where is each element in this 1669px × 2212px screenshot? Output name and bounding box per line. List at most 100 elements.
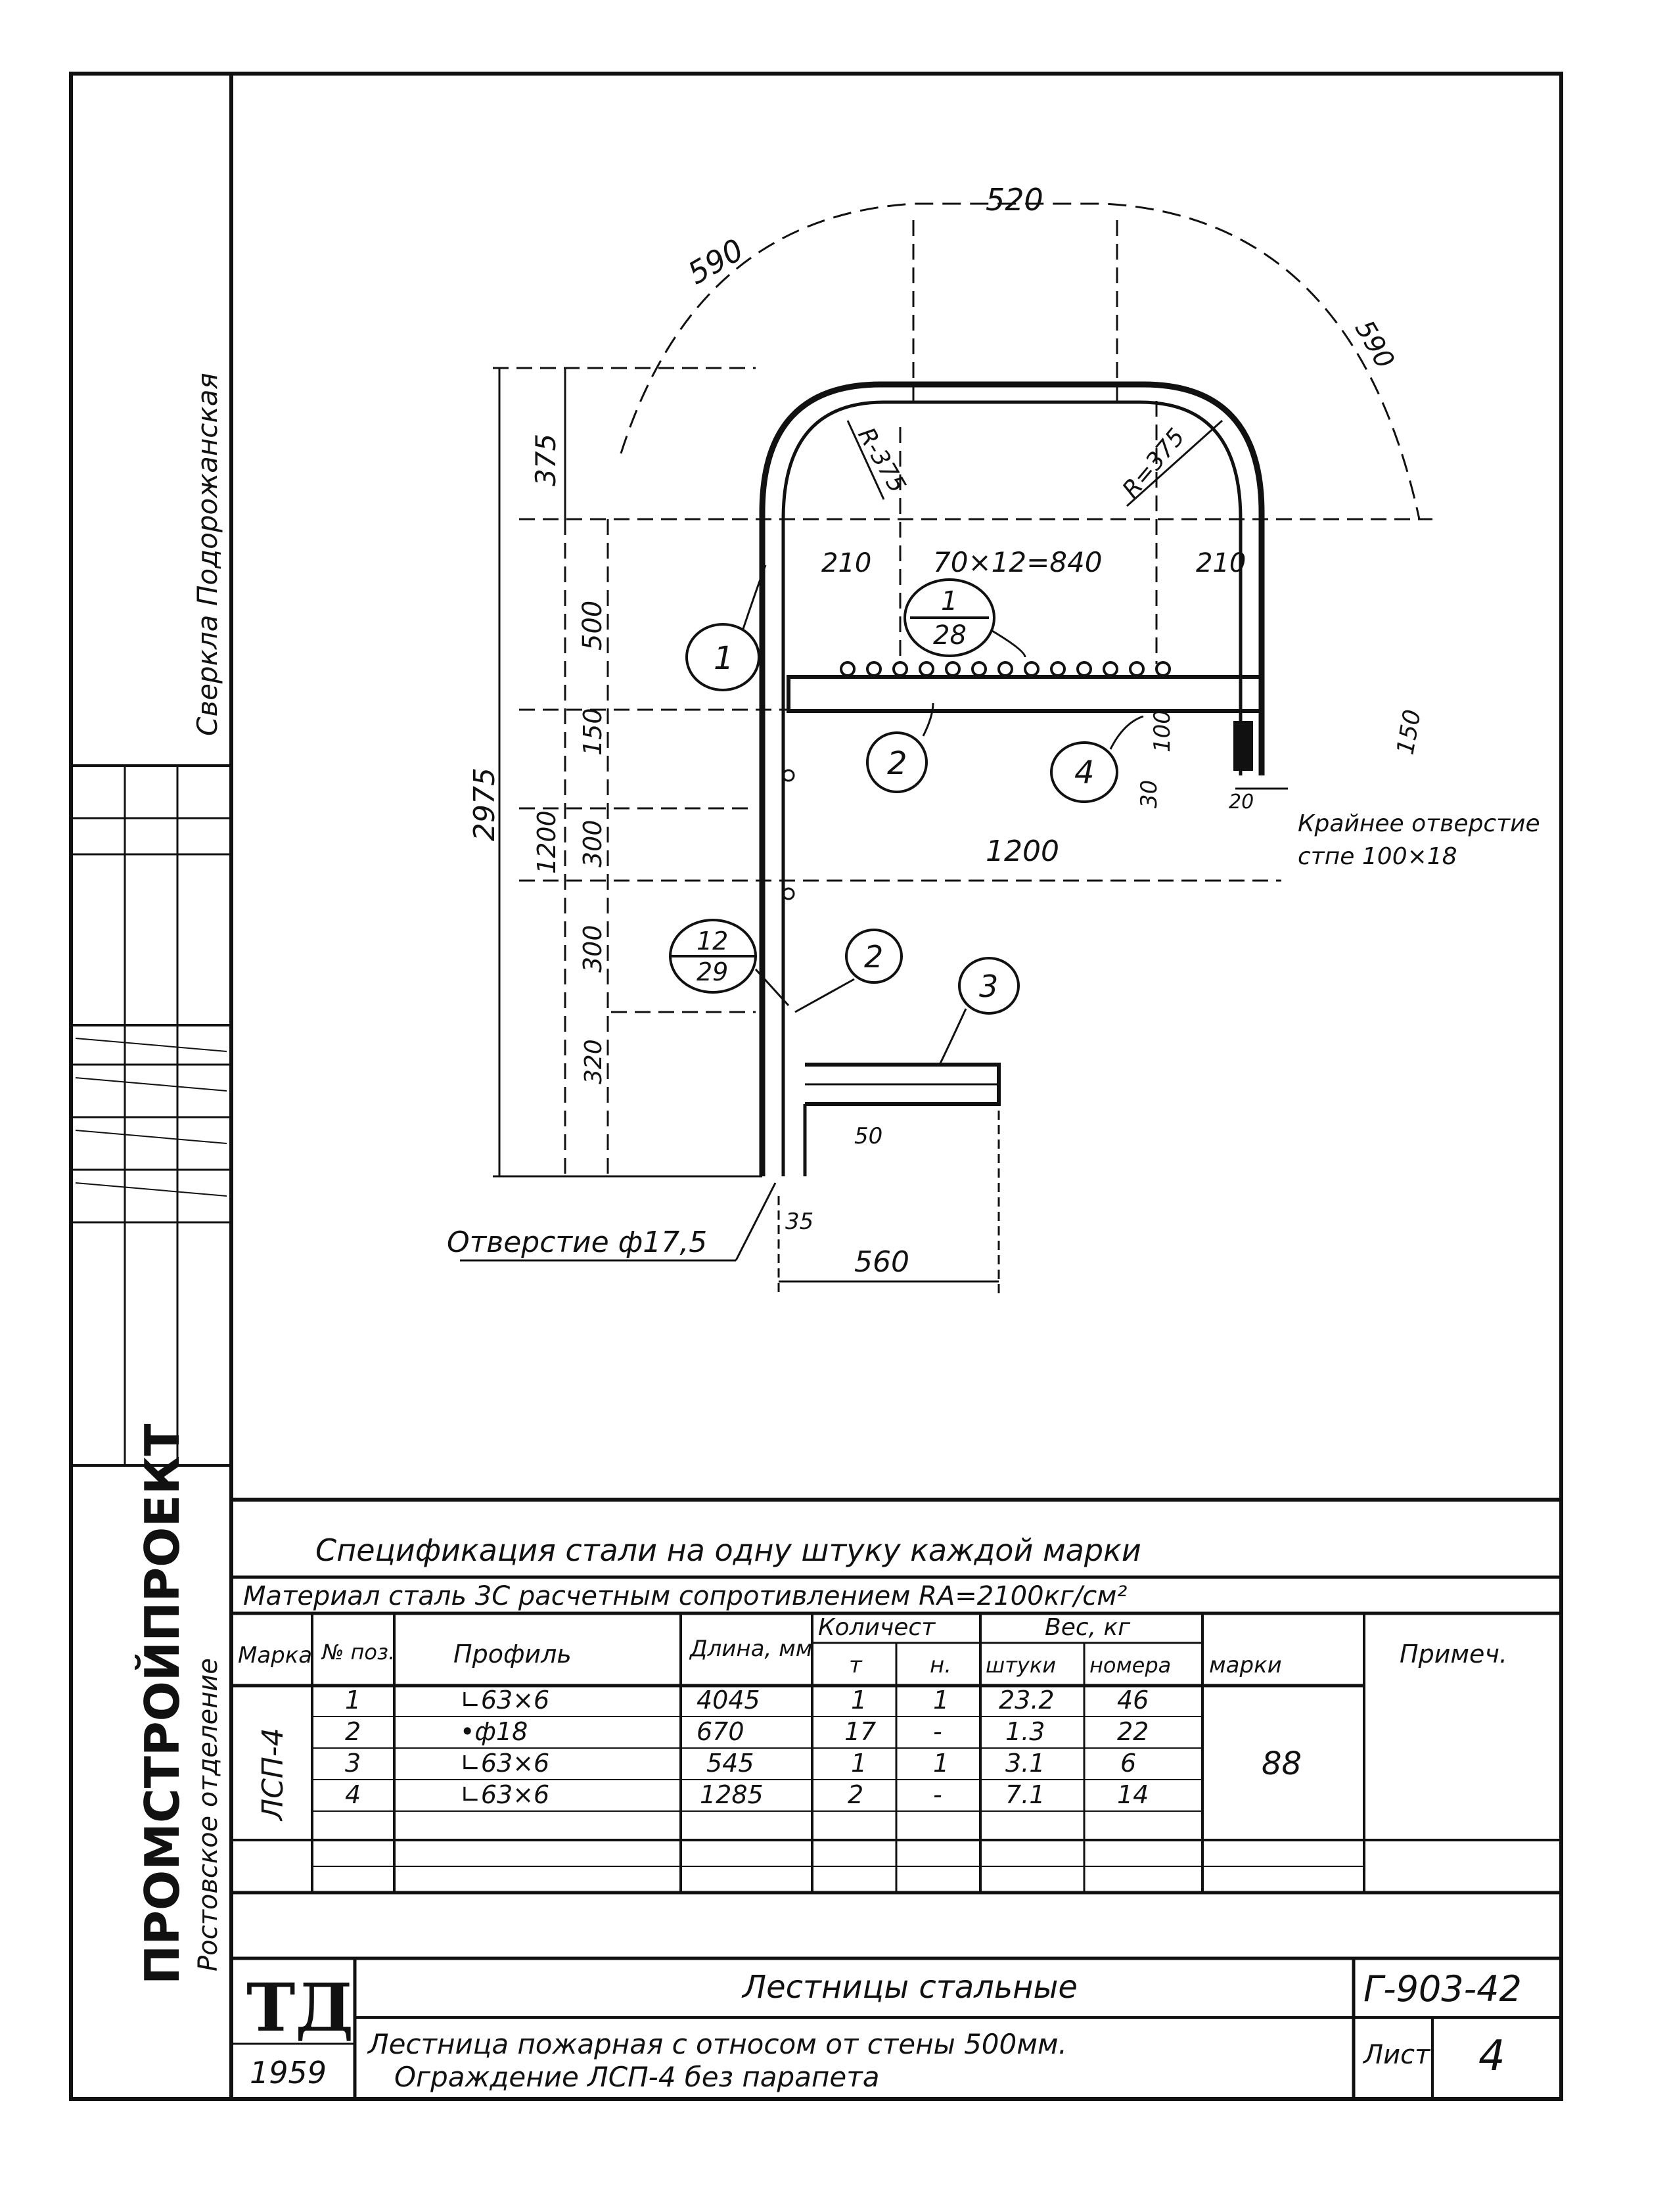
callout-2a: 2 xyxy=(887,745,907,782)
dim-50: 50 xyxy=(854,1123,882,1149)
row1-profile: ∟63×6 xyxy=(460,1686,549,1715)
row2-qty-t: 17 xyxy=(844,1717,876,1746)
row4-pos: 4 xyxy=(345,1780,361,1809)
dim-150: 150 xyxy=(578,708,607,756)
hdr-w-piece: штуки xyxy=(986,1653,1056,1678)
row1-pos: 1 xyxy=(345,1686,361,1715)
spec-material: Материал сталь 3С расчетным сопротивлени… xyxy=(243,1581,1127,1611)
row1-qty-n: 1 xyxy=(933,1686,949,1715)
sheet-frame xyxy=(69,72,1563,2101)
rung-circles xyxy=(834,661,1183,678)
platform-bar xyxy=(787,675,1264,713)
hdr-weight: Вес, кг xyxy=(1045,1614,1131,1641)
dim-35: 35 xyxy=(785,1209,813,1235)
callout-1: 1 xyxy=(714,640,734,677)
dim-r-left: R-375 xyxy=(852,423,911,497)
row2-profile: •ф18 xyxy=(460,1717,528,1746)
dim-375: 375 xyxy=(530,434,562,486)
callout-3: 3 xyxy=(979,969,998,1004)
row4-length: 1285 xyxy=(700,1780,764,1809)
title-block xyxy=(231,1956,1561,2099)
drawing-subtitle-2: Ограждение ЛСП-4 без парапета xyxy=(394,2061,879,2093)
hole-note: Отверстие ф17,5 xyxy=(447,1226,707,1259)
spec-title: Спецификация стали на одну штуку каждой … xyxy=(315,1532,1141,1568)
row3-qty-n: 1 xyxy=(933,1749,949,1778)
hdr-note: Примеч. xyxy=(1400,1640,1507,1669)
side-block xyxy=(71,764,231,1467)
row3-length: 545 xyxy=(706,1749,754,1778)
callout-4: 4 xyxy=(1074,754,1095,791)
row2-w-pos: 22 xyxy=(1117,1717,1149,1746)
hdr-profile: Профиль xyxy=(453,1640,572,1669)
right-note-1: Крайнее отверстие xyxy=(1298,810,1540,837)
callout-2b: 2 xyxy=(864,939,883,975)
dim-20: 20 xyxy=(1229,791,1254,814)
hdr-qty-n: н. xyxy=(930,1652,951,1678)
dim-210-left: 210 xyxy=(821,548,871,578)
hdr-w-pos: номера xyxy=(1089,1653,1171,1678)
ladder-arch-inner xyxy=(781,400,1243,1176)
logo-td: ТД xyxy=(246,1969,354,2046)
drawing-code: Г-903-42 xyxy=(1363,1968,1522,2010)
dim-560: 560 xyxy=(854,1245,909,1279)
hdr-qty: Количест xyxy=(818,1614,936,1641)
row2-w-piece: 1.3 xyxy=(1005,1717,1045,1746)
row4-w-piece: 7.1 xyxy=(1005,1780,1045,1809)
drawing-title: Лестницы стальные xyxy=(741,1969,1078,2006)
callout-12-29-top: 12 xyxy=(697,927,728,956)
row3-pos: 3 xyxy=(345,1749,361,1778)
row2-pos: 2 xyxy=(345,1717,361,1746)
title-texts: ТД 1959 Лестницы стальные Лестница пожар… xyxy=(246,1968,1522,2093)
side-vertical-text: Сверкла Подорожанская xyxy=(191,373,223,736)
sheet-label: Лист xyxy=(1362,2040,1431,2070)
row4-qty-n: - xyxy=(933,1780,942,1809)
title-year: 1959 xyxy=(250,2055,327,2090)
row1-qty-t: 1 xyxy=(851,1686,867,1715)
dim-150-right: 150 xyxy=(1392,708,1426,757)
row1-w-pos: 46 xyxy=(1117,1686,1149,1715)
spec-texts: Спецификация стали на одну штуку каждой … xyxy=(238,1532,1507,1822)
dim-top-width: 520 xyxy=(986,182,1043,218)
dim-rungs: 70×12=840 xyxy=(933,546,1102,578)
mark-weight: 88 xyxy=(1262,1745,1302,1782)
row2-qty-n: - xyxy=(933,1717,942,1746)
dim-1200: 1200 xyxy=(986,835,1059,868)
row1-length: 4045 xyxy=(697,1686,760,1715)
dimension-labels: 590 520 590 375 R-375 R=375 210 70×12=84… xyxy=(447,182,1540,1279)
org-name: ПРОМСТРОЙПРОЕКТ xyxy=(135,1424,190,1985)
row3-qty-t: 1 xyxy=(851,1749,867,1778)
dim-30: 30 xyxy=(1136,780,1162,808)
dim-1200-vert: 1200 xyxy=(532,810,561,874)
callout-labels: 1 1 28 2 4 12 29 2 3 xyxy=(697,586,1095,1004)
callout-1-28-top: 1 xyxy=(941,586,957,616)
callout-1-28-bottom: 28 xyxy=(933,620,967,651)
dim-210-right: 210 xyxy=(1196,548,1246,578)
right-note-2: стпе 100×18 xyxy=(1298,843,1457,870)
dim-500: 500 xyxy=(578,601,608,651)
row3-w-piece: 3.1 xyxy=(1005,1749,1045,1778)
row4-qty-t: 2 xyxy=(848,1780,863,1809)
hdr-mark: Марка xyxy=(238,1642,312,1669)
clearance-arc xyxy=(620,202,1421,520)
hdr-qty-t: т xyxy=(849,1652,863,1678)
hdr-w-mark: марки xyxy=(1209,1652,1282,1678)
row1-w-piece: 23.2 xyxy=(999,1686,1055,1715)
org-subdivision: Ростовское отделение xyxy=(193,1658,223,1971)
callout-12-29-bottom: 29 xyxy=(697,957,728,986)
hdr-length: Длина, мм xyxy=(689,1636,812,1662)
ladder-drawing xyxy=(460,202,1432,1295)
dim-r-right: R=375 xyxy=(1117,424,1190,503)
ladder-arch-outer xyxy=(759,381,1265,1176)
row4-profile: ∟63×6 xyxy=(460,1780,549,1809)
dim-300b: 300 xyxy=(578,925,607,973)
drawing-subtitle-1: Лестница пожарная с относом от стены 500… xyxy=(367,2028,1067,2060)
row3-profile: ∟63×6 xyxy=(460,1749,549,1778)
row4-w-pos: 14 xyxy=(1117,1780,1149,1809)
mark-value: ЛСП-4 xyxy=(256,1728,290,1822)
dim-arc-left: 590 xyxy=(682,232,750,292)
spec-table xyxy=(231,1575,1561,1895)
dim-arc-right: 590 xyxy=(1349,315,1400,374)
row3-w-pos: 6 xyxy=(1120,1749,1136,1778)
dim-300a: 300 xyxy=(578,819,607,867)
